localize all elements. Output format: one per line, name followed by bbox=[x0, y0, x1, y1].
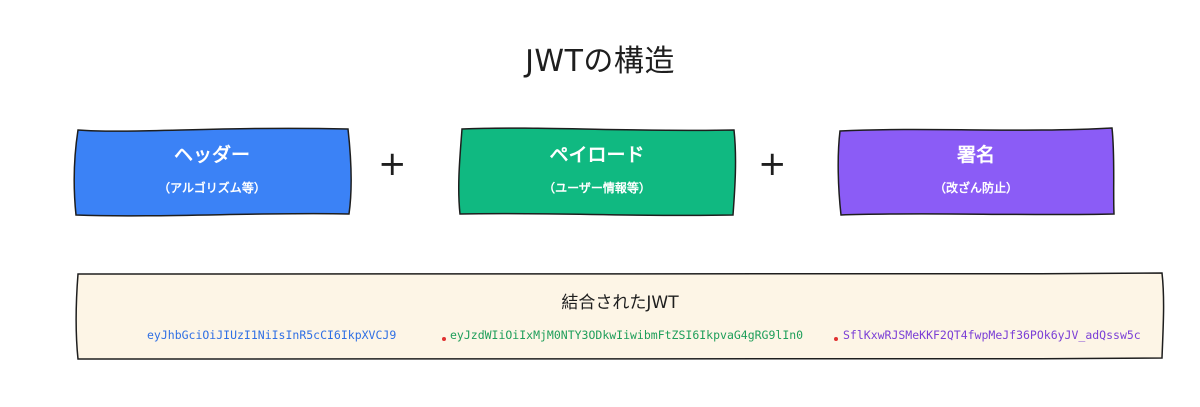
plus-operator-2: + bbox=[758, 144, 787, 184]
header-label: ヘッダー bbox=[173, 144, 250, 166]
signature-block-shape bbox=[837, 127, 1115, 216]
separator-dot-1 bbox=[442, 337, 446, 341]
separator-dot-2 bbox=[834, 337, 838, 341]
header-sublabel: （アルゴリズム等） bbox=[158, 181, 266, 195]
jwt-signature-part: SflKxwRJSMeKKF2QT4fwpMeJf36POk6yJV_adQss… bbox=[843, 328, 1141, 342]
jwt-header-part: eyJhbGciOiJIUzI1NiIsInR5cCI6IkpXVCJ9 bbox=[147, 328, 397, 342]
payload-label: ペイロード bbox=[549, 144, 645, 166]
plus-operator-1: + bbox=[378, 144, 407, 184]
combined-jwt-fill bbox=[75, 272, 1165, 360]
combined-jwt-title: 結合されたJWT bbox=[561, 293, 679, 313]
payload-sublabel: （ユーザー情報等） bbox=[543, 181, 651, 195]
diagram-title: JWTの構造 bbox=[525, 44, 675, 79]
signature-label: 署名 bbox=[956, 144, 995, 166]
combined-jwt-shape bbox=[75, 272, 1165, 360]
header-block-fill bbox=[73, 127, 352, 217]
signature-block-fill bbox=[837, 127, 1115, 216]
payload-block-fill bbox=[457, 127, 737, 217]
header-block: ヘッダー （アルゴリズム等） bbox=[72, 126, 352, 218]
jwt-payload-part: eyJzdWIiOiIxMjM0NTY3ODkwIiwibmFtZSI6Ikpv… bbox=[450, 328, 804, 342]
payload-block: ペイロード （ユーザー情報等） bbox=[457, 126, 737, 218]
signature-block: 署名 （改ざん防止） bbox=[836, 126, 1116, 218]
payload-block-shape bbox=[457, 127, 737, 217]
combined-jwt-box: 結合されたJWT eyJhbGciOiJIUzI1NiIsInR5cCI6Ikp… bbox=[74, 270, 1166, 362]
signature-sublabel: （改ざん防止） bbox=[933, 181, 1018, 195]
header-block-shape bbox=[73, 127, 352, 217]
